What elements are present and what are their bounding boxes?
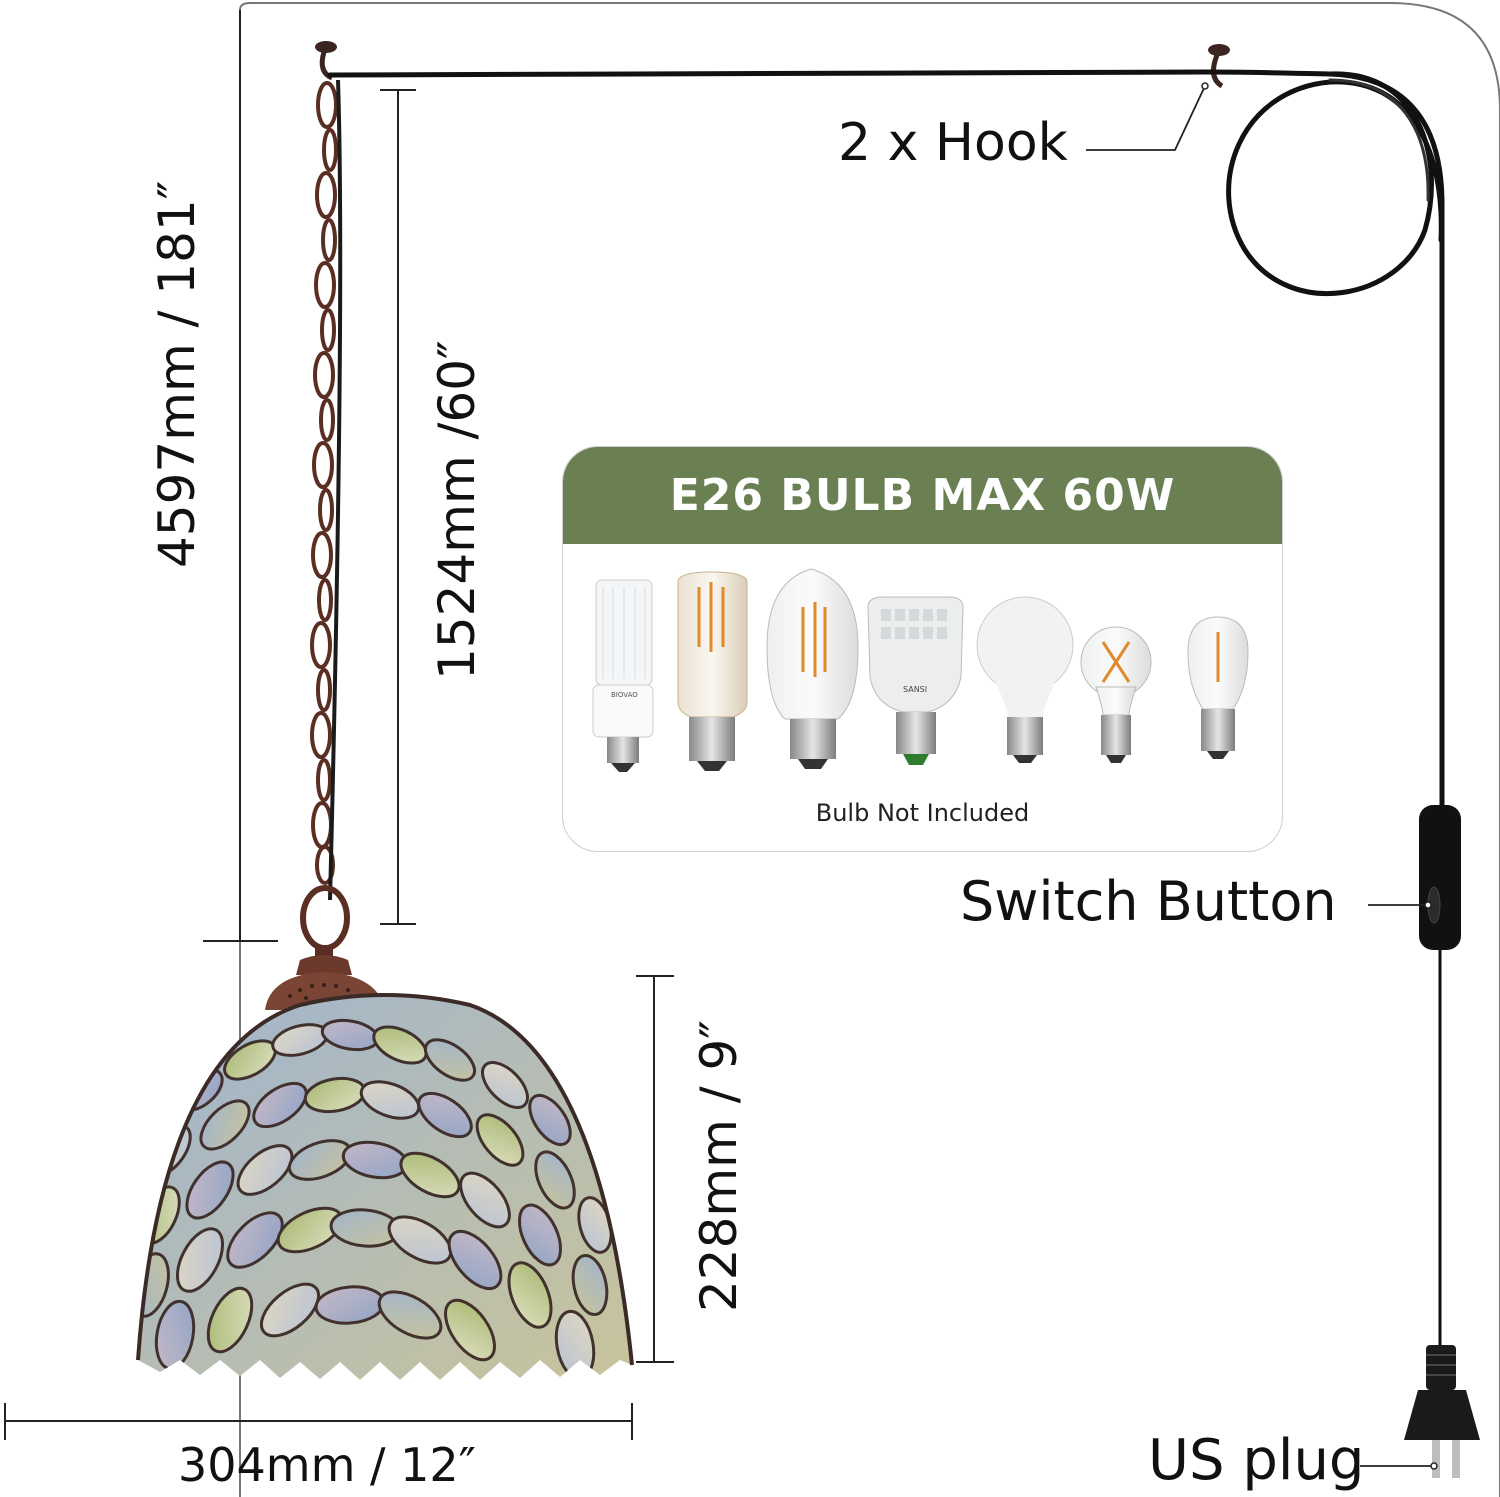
bulb-card-title: E26 BULB MAX 60W <box>563 447 1282 544</box>
tiffany-shade <box>138 995 632 1380</box>
switch-button-label: Switch Button <box>960 870 1337 933</box>
power-cord <box>327 69 1445 1347</box>
bulb-not-included-note: Bulb Not Included <box>815 799 1030 827</box>
st64-edison-bulb <box>766 568 859 769</box>
background-frame <box>239 1 1500 1497</box>
leader-lines <box>1086 85 1432 1467</box>
a19-led-bulb <box>976 596 1074 763</box>
bulb-lineup: BIOVAO <box>592 568 1249 772</box>
hook-left <box>315 41 337 81</box>
s14-filament-bulb <box>1187 616 1249 759</box>
shade-outline <box>136 993 634 1366</box>
corn-led-bulb: BIOVAO <box>592 579 654 772</box>
dim-chain-height <box>380 89 416 925</box>
total-height-label: 4597mm / 181″ <box>148 180 206 568</box>
chain-height-label: 1524mm /60″ <box>428 340 486 680</box>
us-plug <box>1404 1345 1480 1478</box>
chain <box>300 79 350 951</box>
brand-print-biovao: BIOVAO <box>611 691 638 699</box>
t45-filament-bulb <box>677 571 748 771</box>
dim-shade-height <box>636 975 674 1363</box>
dim-shade-width <box>4 1403 633 1440</box>
hook-right <box>1208 44 1230 89</box>
brand-print-sansi: SANSI <box>903 685 927 694</box>
a15-filament-bulb <box>1080 626 1152 763</box>
high-power-led-bulb: SANSI <box>867 596 964 765</box>
shade-width-label: 304mm / 12″ <box>178 1438 476 1492</box>
inline-switch <box>1419 805 1461 950</box>
bulb-info-card: E26 BULB MAX 60W <box>562 446 1283 852</box>
hook-label: 2 x Hook <box>838 113 1068 173</box>
dim-total-height <box>203 10 278 942</box>
us-plug-label: US plug <box>1148 1428 1365 1493</box>
shade-height-label: 228mm / 9″ <box>690 1020 748 1312</box>
